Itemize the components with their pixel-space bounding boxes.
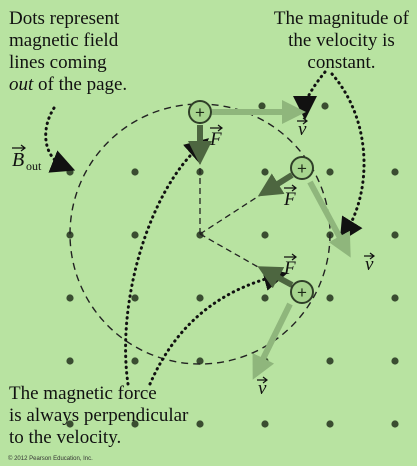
field-symbol: B <box>12 149 24 171</box>
charge-sign: + <box>195 103 205 122</box>
field-dot-icon <box>196 420 204 428</box>
force-vector-right-upper <box>257 172 294 197</box>
field-dot-icon <box>258 102 266 110</box>
vector-arrow-accent-icon <box>297 117 308 125</box>
field-dot-icon <box>66 357 74 365</box>
field-dot-icon <box>196 294 204 302</box>
constant-speed-note: The magnitude of the velocity is constan… <box>274 8 409 74</box>
velocity-symbol: v <box>258 378 267 399</box>
force-label-right-lower: F <box>283 253 297 279</box>
vector-arrow-accent-icon <box>364 252 375 260</box>
field-dot-icon <box>196 357 204 365</box>
note-line: The magnitude of <box>273 8 409 29</box>
field-dot-icon <box>131 168 139 176</box>
velocity-label-right-lower: v <box>257 376 268 399</box>
force-vector-right-lower <box>257 266 294 289</box>
perpendicular-force-note: The magnetic force is always perpendicul… <box>9 383 188 449</box>
velocity-symbol: v <box>365 254 374 275</box>
field-dot-icon <box>261 168 269 176</box>
field-pointer-arrow <box>44 106 76 173</box>
field-dot-icon <box>326 420 334 428</box>
charge-sign: + <box>297 159 307 178</box>
field-direction-note: Dots represent magnetic field lines comi… <box>9 8 127 96</box>
note-line: is always perpendicular <box>9 405 189 426</box>
field-dot-icon <box>66 294 74 302</box>
field-subscript: out <box>26 159 42 173</box>
charge-sign: + <box>297 283 307 302</box>
charge-right-lower: + <box>290 280 314 304</box>
field-dot-icon <box>326 294 334 302</box>
force-pointer-arrow-top <box>124 138 210 386</box>
velocity-label-top: v <box>297 117 308 140</box>
vector-labels: F F F v v v B <box>12 117 375 399</box>
field-dot-icon <box>261 231 269 239</box>
note-line: lines coming <box>9 52 107 73</box>
field-dot-icon <box>131 294 139 302</box>
velocity-vectors <box>212 100 351 380</box>
field-dot-icon <box>391 231 399 239</box>
charge-right-upper: + <box>290 156 314 180</box>
velocity-vector-right-upper <box>307 180 351 258</box>
note-line: out of the page. <box>9 74 127 96</box>
field-dot-icon <box>66 231 74 239</box>
force-vectors <box>188 125 294 289</box>
field-dot-icon <box>131 420 139 428</box>
velocity-label-right-upper: v <box>364 252 375 275</box>
vector-arrow-accent-icon <box>284 184 297 192</box>
field-dot-icon <box>391 294 399 302</box>
field-label: B out <box>12 144 42 173</box>
field-dot-icon <box>391 357 399 365</box>
speed-pointer-arrow-right <box>330 72 366 243</box>
force-label-right-upper: F <box>283 184 297 210</box>
positive-charge-icon <box>188 100 212 124</box>
field-dot-icon <box>66 168 74 176</box>
note-line: the velocity is <box>288 30 395 51</box>
note-line: Dots represent <box>9 8 120 29</box>
field-dot-icon <box>391 420 399 428</box>
field-dot-grid <box>66 102 399 428</box>
field-dot-icon <box>326 168 334 176</box>
force-symbol: F <box>209 129 222 150</box>
emphasis-out: out <box>9 74 34 95</box>
note-line: constant. <box>307 52 376 73</box>
field-dot-icon <box>131 357 139 365</box>
force-symbol: F <box>283 189 296 210</box>
field-dot-icon <box>391 168 399 176</box>
velocity-symbol: v <box>298 119 307 140</box>
note-line: The magnetic force <box>9 383 157 404</box>
copyright-notice: © 2012 Pearson Education, Inc. <box>8 456 93 462</box>
field-dot-icon <box>66 420 74 428</box>
vector-arrow-accent-icon <box>12 144 26 152</box>
field-dot-icon <box>261 420 269 428</box>
note-line: to the velocity. <box>9 427 122 448</box>
field-dot-icon <box>131 231 139 239</box>
velocity-vector-right-lower <box>252 302 293 380</box>
charge-top: + <box>188 100 212 124</box>
force-symbol: F <box>283 258 296 279</box>
speed-pointer-arrow-left <box>293 70 327 120</box>
vector-arrow-accent-icon <box>284 253 297 261</box>
force-label-top: F <box>209 124 223 150</box>
note-line: magnetic field <box>9 30 119 51</box>
positive-charge-icon <box>290 280 314 304</box>
field-dot-icon <box>326 357 334 365</box>
field-dot-icon <box>261 294 269 302</box>
note-tail: of the page. <box>33 74 128 95</box>
field-dot-icon <box>321 102 329 110</box>
vector-arrow-accent-icon <box>257 376 268 384</box>
positive-charge-icon <box>290 156 314 180</box>
vector-arrow-accent-icon <box>210 124 223 132</box>
